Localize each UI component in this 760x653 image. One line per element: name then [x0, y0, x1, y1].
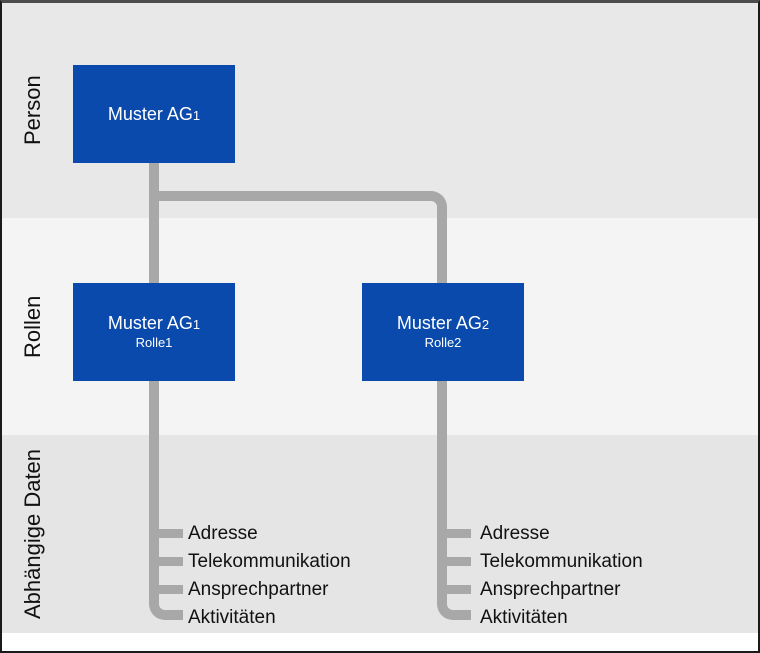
node-title-text: Muster AG [396, 312, 482, 333]
list-item: Ansprechpartner [480, 579, 621, 600]
node-title-text: Muster AG [107, 312, 193, 333]
connector-bottom-elbow-right [437, 573, 471, 620]
band-label-dependent-data: Abhängige Daten [20, 448, 45, 620]
connector-tick [154, 529, 183, 538]
node-title: Muster AG2 [397, 313, 489, 334]
connector-bottom-elbow-left [149, 573, 183, 620]
node-role2-muster-ag2: Muster AG2 Rolle2 [362, 283, 524, 381]
node-title: Muster AG1 [108, 104, 200, 125]
dependent-data-list-right: Adresse Telekommunikation Ansprechpartne… [480, 520, 643, 632]
list-item: Telekommunikation [188, 551, 351, 572]
list-item: Aktivitäten [480, 607, 568, 628]
node-title-subscript: 1 [192, 316, 201, 332]
list-item: Adresse [188, 523, 258, 544]
dependent-data-list-left: Adresse Telekommunikation Ansprechpartne… [188, 520, 351, 632]
list-item: Adresse [480, 523, 550, 544]
node-role-label: Rolle2 [424, 335, 462, 351]
connector-tick [154, 557, 183, 566]
node-person-muster-ag1: Muster AG1 [73, 65, 235, 163]
band-dependent-data [2, 435, 758, 633]
node-title-text: Muster AG [107, 103, 193, 124]
connector-tick [154, 585, 183, 594]
connector-tick [442, 529, 471, 538]
list-item: Ansprechpartner [188, 579, 329, 600]
band-label-rollen: Rollen [20, 295, 45, 358]
node-role1-muster-ag1: Muster AG1 Rolle1 [73, 283, 235, 381]
list-item: Telekommunikation [480, 551, 643, 572]
connector-tick [442, 585, 471, 594]
band-label-person: Person [20, 75, 45, 146]
connector-tick [442, 557, 471, 566]
node-title: Muster AG1 [108, 313, 200, 334]
list-item: Aktivitäten [188, 607, 276, 628]
node-title-subscript: 1 [192, 107, 201, 123]
connector-vertical-right [437, 253, 447, 595]
node-role-label: Rolle1 [135, 335, 173, 351]
connector-branch-to-role2 [154, 191, 447, 285]
node-title-subscript: 2 [481, 316, 490, 332]
